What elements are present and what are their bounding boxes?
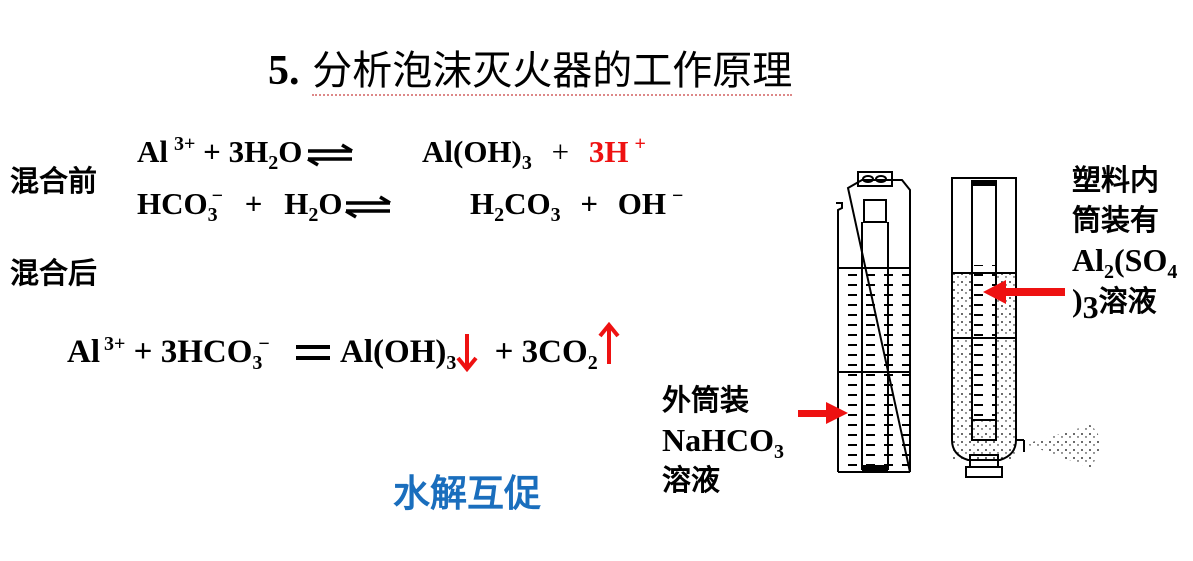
inner-label-so: (SO: [1114, 242, 1168, 278]
inner-label-line1: 塑料内: [1072, 163, 1160, 197]
inner-label-al-sub: 2: [1104, 261, 1114, 283]
eq3-co2-sub: 2: [587, 352, 598, 374]
eq2-h2co3-h: H: [470, 186, 495, 221]
gas-arrow-icon: [598, 321, 620, 375]
eq2-hco3-sub: 3: [207, 204, 218, 226]
precipitate-arrow-icon: [456, 332, 478, 381]
eq1-product: Al(OH): [422, 134, 522, 169]
inner-label-paren: ): [1072, 282, 1083, 318]
title-number: 5.: [268, 48, 300, 94]
eq2-hco3: HCO: [137, 186, 208, 221]
inner-label-paren-sub: 3: [1082, 289, 1099, 325]
eq2-rhs-plus: +: [580, 186, 599, 221]
after-mixing-label: 混合后: [10, 256, 98, 290]
eq1-product-sub: 3: [521, 152, 532, 174]
before-mixing-label: 混合前: [10, 164, 98, 198]
eq3-product-sub: 3: [446, 352, 457, 374]
inner-label-solution: 溶液: [1098, 284, 1157, 318]
equals-sign-icon: [296, 336, 331, 373]
eq1-h-ion: 3H: [588, 134, 629, 169]
inner-label-line4: )3溶液: [1072, 280, 1177, 323]
extinguisher-inverted: [951, 177, 1100, 478]
equation-al-hydrolysis: Al 3+ + 3H2O: [137, 133, 356, 173]
eq3-co2: + 3CO: [494, 334, 588, 370]
eq3-product: Al(OH): [340, 334, 447, 370]
equation-hco3-hydrolysis: HCO3− + H2O: [137, 185, 394, 225]
outer-arrow-icon: [798, 402, 848, 424]
eq2-oh-charge: −: [672, 185, 684, 207]
summary-mutual-hydrolysis: 水解互促: [393, 472, 541, 515]
outer-label-line1: 外筒装: [662, 383, 750, 417]
eq2-water-o: O: [318, 186, 343, 221]
outer-label-sub: 3: [774, 441, 784, 463]
eq1-water-o: O: [278, 134, 303, 169]
eq3-hco3-sub: 3: [252, 352, 263, 374]
eq3-hco3-charge: −: [258, 333, 270, 355]
eq3-al: Al: [67, 334, 100, 370]
equation-al-hydrolysis-products: Al(OH)3 + 3H+: [422, 133, 646, 173]
eq1-h-charge: +: [634, 133, 646, 155]
outer-label-line3: 溶液: [662, 463, 721, 497]
eq1-plus: +: [551, 134, 570, 169]
eq2-oh: OH: [617, 186, 667, 221]
equation-hco3-hydrolysis-products: H2CO3 + OH−: [470, 185, 684, 225]
inner-arrow-icon: [983, 280, 1065, 304]
inner-label-line3: Al2(SO4: [1072, 240, 1178, 283]
page-title: 5. 分析泡沫灭火器的工作原理: [268, 38, 793, 96]
eq2-hco3-charge: −: [211, 185, 224, 207]
extinguisher-upright: [836, 171, 911, 473]
equilibrium-arrow-icon: [307, 143, 354, 167]
eq1-al: Al: [137, 134, 168, 169]
eq3-al-charge: 3+: [104, 333, 126, 355]
inner-label-line2: 筒装有: [1072, 203, 1160, 237]
eq2-water-sub: 2: [308, 204, 319, 226]
eq2-h2co3-sub2: 3: [550, 204, 561, 226]
eq1-al-charge: 3+: [174, 133, 196, 155]
eq3-hco3: + 3HCO: [133, 334, 253, 370]
outer-cylinder-label: 外筒装 NaHCO3 溶液: [662, 380, 784, 500]
title-text: 分析泡沫灭火器的工作原理: [312, 48, 793, 96]
inner-label-al: Al: [1072, 242, 1104, 278]
eq2-h2co3-co: CO: [504, 186, 551, 221]
equilibrium-arrow-icon: [345, 195, 392, 219]
eq2-h2co3-sub1: 2: [494, 204, 505, 226]
outer-label-nahco: NaHCO: [662, 422, 774, 458]
inner-label-so-sub: 4: [1167, 261, 1178, 283]
eq2-plus: +: [244, 186, 263, 221]
eq1-water: + 3H: [195, 134, 269, 169]
eq1-water-sub: 2: [268, 152, 279, 174]
inner-cylinder-label: 塑料内 筒装有 Al2(SO4 )3溶液: [1072, 160, 1178, 323]
eq2-water-h: H: [284, 186, 309, 221]
outer-label-line2: NaHCO3: [662, 420, 784, 463]
